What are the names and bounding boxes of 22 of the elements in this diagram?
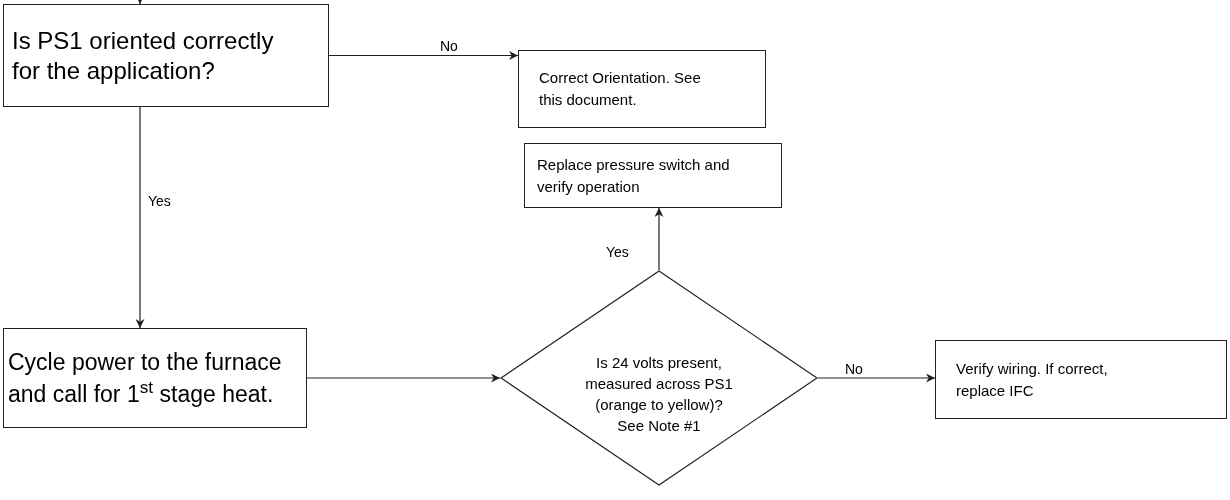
edge-label: No	[440, 37, 458, 55]
arrow	[328, 51, 519, 60]
edge-label: Yes	[148, 192, 171, 210]
node-text: Verify wiring. If correct, replace IFC	[956, 358, 1109, 401]
process-box	[518, 50, 766, 128]
arrow	[135, 0, 145, 5]
node-text: Is PS1 oriented correctly for the application?	[12, 25, 275, 86]
node-text: Replace pressure switch and verify operation	[537, 154, 731, 197]
arrow	[654, 207, 664, 271]
arrow	[306, 373, 501, 383]
decision-diamond	[500, 270, 818, 486]
process-box	[524, 143, 782, 208]
node-text: Is 24 volts present, measured across PS1 (orange to yellow)? See Note #1	[584, 353, 734, 436]
edge-label: Yes	[606, 243, 629, 261]
arrow	[135, 106, 145, 329]
process-box	[935, 340, 1227, 419]
arrow	[817, 373, 936, 383]
edge-label: No	[845, 360, 863, 378]
decision-box	[3, 4, 329, 107]
process-box	[3, 328, 307, 428]
node-text: Cycle power to the furnace and call for 1$^{st}$ stage heat.	[8, 348, 283, 409]
node-text: Correct Orientation. See this document.	[539, 68, 702, 110]
